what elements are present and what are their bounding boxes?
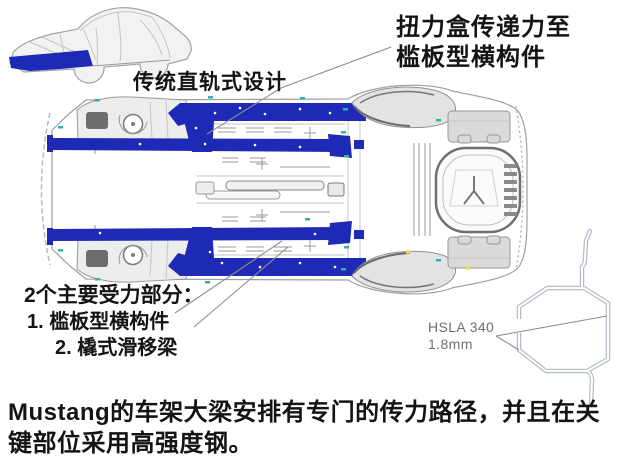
car-front-rail-highlight <box>9 50 93 71</box>
rear-panel-ribs <box>504 164 517 216</box>
steel-leader-line-short <box>495 335 520 351</box>
torque-note: 扭力盒传递力至 槛板型横构件 <box>396 13 571 73</box>
car-structure-lines <box>29 19 163 63</box>
front-fascia-dashed-outline <box>40 112 51 266</box>
load-part2-leader-line <box>193 246 289 328</box>
side-view-car-illustration <box>9 7 192 84</box>
profile-joint-gap <box>512 319 524 333</box>
sill-rail-top <box>168 103 366 126</box>
inspection-marks <box>58 96 470 284</box>
floor-panel-details <box>94 104 361 275</box>
underbody-diagram <box>40 84 528 295</box>
figure-caption: Mustang的车架大梁安排有专门的传力路径，并且在关键部位采用高强度钢。 <box>8 399 601 457</box>
front-wheel-housing-top <box>76 96 190 141</box>
rear-bumper-dotted-edge <box>515 105 524 271</box>
steel-grade: HSLA 340 <box>428 319 495 335</box>
steel-leader-line-long <box>495 315 608 337</box>
torque-box-bottom <box>184 227 214 258</box>
steel-spec-label: HSLA 340 1.8mm <box>428 319 494 353</box>
leader-lines <box>174 46 608 351</box>
torque-note-line1: 扭力盒传递力至 <box>396 14 571 41</box>
steel-thickness: 1.8mm <box>428 336 473 352</box>
rear-floor-details <box>413 110 511 269</box>
torque-box-top <box>184 121 214 152</box>
spare-tire-well <box>434 146 522 234</box>
front-wheel-housing-bottom <box>76 238 190 283</box>
torque-note-leader-line <box>206 46 392 135</box>
load-parts-heading: 2个主要受力部分： <box>24 284 204 307</box>
load-part-item-2: 2. 橇式滑移梁 <box>55 337 178 359</box>
torque-note-line2: 槛板型横构件 <box>396 44 546 71</box>
car-greenhouse-line <box>79 11 171 66</box>
cross-section-diagram <box>512 228 611 408</box>
car-rocker-line <box>92 59 171 67</box>
side-car-caption: 传统直轨式设计 <box>133 71 287 94</box>
load-part-item-1: 1. 槛板型横构件 <box>27 311 170 333</box>
rail-speckles <box>98 106 337 269</box>
load-part1-leader-line <box>174 240 283 314</box>
rear-seat-crossbars <box>413 143 431 236</box>
